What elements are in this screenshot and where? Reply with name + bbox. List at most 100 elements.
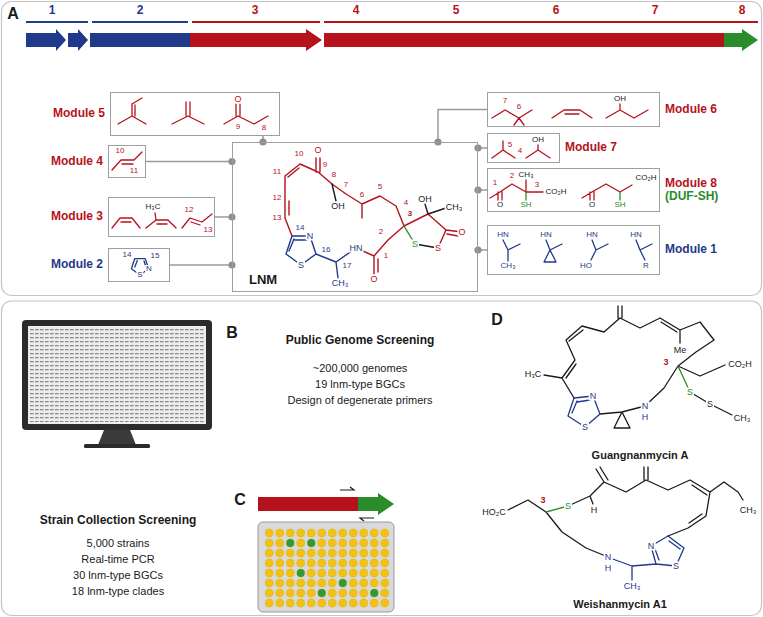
atom-label: H xyxy=(591,506,598,515)
gene-cluster-bar xyxy=(324,33,724,47)
panel-text: ~200,000 genomes xyxy=(313,363,408,374)
panel-text: 6 xyxy=(553,4,560,16)
lnm-structure xyxy=(286,236,356,278)
atom-label: OH xyxy=(531,136,545,144)
junction-dot xyxy=(474,144,481,151)
gene-cluster-bar xyxy=(26,29,66,51)
atom-label: 10 xyxy=(116,147,125,155)
junction-dot xyxy=(474,186,481,193)
atom-label: CO₂H xyxy=(727,360,753,369)
monitor-icon xyxy=(84,444,150,448)
atom-label: HN xyxy=(349,244,364,253)
atom-label: 12 xyxy=(273,194,282,202)
atom-label: Me xyxy=(673,346,688,355)
atom-label: 15 xyxy=(151,252,160,260)
atom-label: CH₃ xyxy=(623,582,642,591)
module-box: Module 6 xyxy=(487,92,660,127)
atom-label: O xyxy=(588,201,596,209)
well-plate xyxy=(286,539,294,547)
monitor-icon xyxy=(30,328,204,422)
weishanmycin-structure xyxy=(610,536,684,580)
module-box: Module 4 xyxy=(108,145,146,178)
module-fragments xyxy=(112,213,212,228)
panel-text: 30 lnm-type BGCs xyxy=(73,570,163,581)
weishanmycin-structure xyxy=(508,467,743,580)
module-label: (DUF-SH) xyxy=(665,190,718,203)
atom-label: S xyxy=(297,261,305,270)
atom-label: HO xyxy=(579,262,593,270)
weishanmycin-structure xyxy=(508,467,743,557)
heading-group: Module 7 xyxy=(565,141,617,154)
monitor-icon xyxy=(22,320,212,448)
atom-label: 8 xyxy=(262,124,266,132)
panel-text: 5 xyxy=(453,4,460,16)
connector xyxy=(438,110,487,143)
gene-arrow xyxy=(360,518,374,521)
gene-arrow xyxy=(340,487,354,490)
panel-text: Public Genome Screening xyxy=(286,334,435,346)
atom-label: 2 xyxy=(510,172,514,180)
atom-label: 1 xyxy=(493,179,497,187)
module-box: Module 3 xyxy=(108,197,215,237)
module-label: Module 3 xyxy=(51,210,103,223)
gene-cluster-bar xyxy=(26,21,88,23)
module-label: Module 1 xyxy=(665,243,717,256)
atom-label: HO₂C xyxy=(481,508,507,517)
atom-label: OH xyxy=(330,202,346,211)
atom-label: 8 xyxy=(332,171,336,179)
atom-label: CH₃ xyxy=(518,171,535,179)
well-plate xyxy=(258,522,394,612)
atom-label: 2 xyxy=(379,228,383,236)
heading-group: Module 1 xyxy=(665,243,717,256)
monitor-icon xyxy=(22,320,212,430)
atom-label: CH₃ xyxy=(331,279,350,288)
module-label: Module 5 xyxy=(53,107,105,120)
atom-label: 6 xyxy=(360,191,364,199)
panel-text: Guangnanmycin A xyxy=(592,450,689,461)
panel-text: Real-time PCR xyxy=(81,554,154,565)
module-label: Module 6 xyxy=(665,103,717,116)
atom-label: 13 xyxy=(273,214,282,222)
atom-label: SH xyxy=(519,201,532,209)
atom-label: OH xyxy=(613,95,627,103)
well-plate xyxy=(297,569,305,577)
module-fragments xyxy=(112,98,652,275)
atom-label: S xyxy=(136,271,143,279)
well-plate xyxy=(318,589,326,597)
atom-label: N xyxy=(589,392,598,401)
panel-text: 8 xyxy=(739,4,746,16)
module-label: Module 7 xyxy=(565,141,617,154)
atom-label: 4 xyxy=(518,147,522,155)
atom-label: 3 xyxy=(535,181,539,189)
atom-label: N xyxy=(145,265,153,273)
well-plate xyxy=(339,579,347,587)
atom-label: 9 xyxy=(323,161,327,169)
atom-label: O xyxy=(496,201,504,209)
atom-label: R xyxy=(642,262,650,270)
atom-label: 16 xyxy=(322,246,331,254)
module-box: Module 5 xyxy=(110,92,280,136)
panel-text: A xyxy=(7,6,19,22)
module-fragments xyxy=(503,240,652,262)
panel-text: 18 lnm-type clades xyxy=(72,586,164,597)
connector xyxy=(146,161,232,163)
atom-label: 7 xyxy=(344,181,348,189)
atom-label: 12 xyxy=(185,206,194,214)
heading-group: Module 2 xyxy=(51,258,103,271)
module-fragments xyxy=(118,98,268,124)
atom-label: O xyxy=(233,95,242,104)
atom-label: 10 xyxy=(295,150,304,158)
guangnanmycin-structure xyxy=(544,306,732,428)
panel-frame xyxy=(2,2,762,296)
atom-label: S xyxy=(581,423,589,432)
atom-label: S xyxy=(411,240,419,249)
atom-label: HN xyxy=(629,231,643,239)
atom-label: 3 xyxy=(663,358,668,367)
atom-label: H xyxy=(642,413,649,422)
module-label: Module 4 xyxy=(51,155,103,168)
guangnanmycin-structure xyxy=(544,306,732,428)
gene-cluster-bar xyxy=(192,21,320,23)
atom-label: 13 xyxy=(204,226,213,234)
panel-text: Weishanmycin A1 xyxy=(573,599,667,610)
atom-label: O xyxy=(313,146,322,155)
